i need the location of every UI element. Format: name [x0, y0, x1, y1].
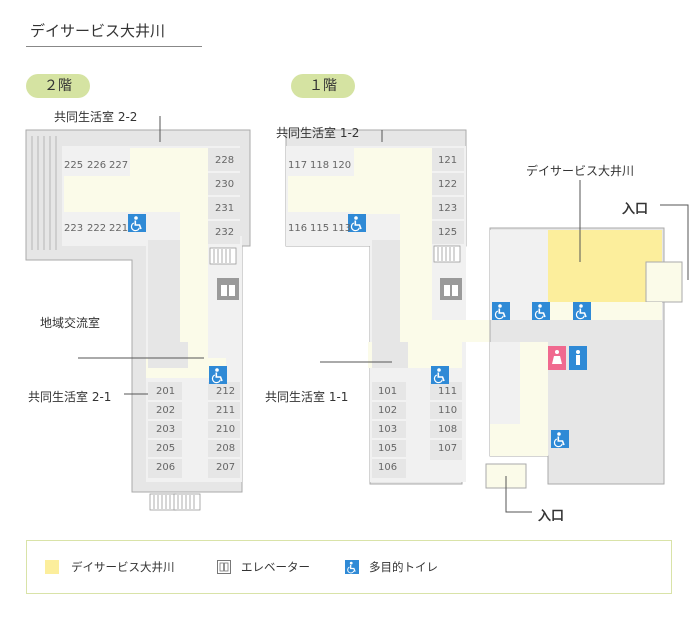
room-number: 226 [87, 160, 107, 171]
floor-2-badge: ２階 [26, 74, 90, 98]
elevator-icon [217, 278, 239, 300]
floor-2-plan [25, 129, 251, 511]
room-number: 225 [64, 160, 84, 171]
label-shared-1-1: 共同生活室 1-1 [265, 390, 349, 404]
elevator-icon [217, 560, 231, 574]
room-number: 206 [156, 462, 176, 473]
wheelchair-icon [491, 301, 511, 321]
room-number: 221 [109, 223, 129, 234]
room-number: 208 [216, 443, 236, 454]
wheelchair-icon [430, 365, 450, 385]
label-dayservice: デイサービス大井川 [526, 164, 635, 178]
wheelchair-icon [550, 429, 570, 449]
room-number: 106 [378, 462, 398, 473]
title-underline [26, 46, 202, 47]
room-number: 223 [64, 223, 84, 234]
label-shared-2-1: 共同生活室 2-1 [28, 390, 112, 404]
room-number: 227 [109, 160, 129, 171]
room-number: 111 [438, 386, 458, 397]
room-number: 232 [215, 227, 235, 238]
room-number: 107 [438, 443, 458, 454]
room-number: 105 [378, 443, 398, 454]
floor-1-plan [285, 129, 683, 489]
room-number: 202 [156, 405, 176, 416]
legend-toilet: 多目的トイレ [369, 560, 438, 574]
wheelchair-icon [208, 365, 228, 385]
room-number: 113 [332, 223, 352, 234]
room-number: 108 [438, 424, 458, 435]
room-number: 121 [438, 155, 458, 166]
label-shared-2-2: 共同生活室 2-2 [54, 110, 138, 124]
page-title: デイサービス大井川 [30, 22, 166, 40]
label-community-room: 地域交流室 [40, 316, 101, 330]
floor-1-badge: １階 [291, 74, 355, 98]
room-number: 230 [215, 179, 235, 190]
label-entrance-east: 入口 [622, 202, 649, 217]
room-number: 122 [438, 179, 458, 190]
legend-dayservice: デイサービス大井川 [71, 560, 175, 574]
room-number: 103 [378, 424, 398, 435]
legend: デイサービス大井川 エレベーター 多目的トイレ [26, 540, 672, 594]
label-entrance-south: 入口 [538, 509, 565, 524]
room-number: 210 [216, 424, 236, 435]
legend-elevator: エレベーター [241, 560, 310, 574]
room-number: 222 [87, 223, 107, 234]
room-number: 205 [156, 443, 176, 454]
elevator-icon [440, 278, 462, 300]
wheelchair-icon [127, 213, 147, 233]
room-number: 120 [332, 160, 352, 171]
room-number: 115 [310, 223, 330, 234]
room-number: 228 [215, 155, 235, 166]
room-number: 116 [288, 223, 308, 234]
room-number: 102 [378, 405, 398, 416]
room-number: 118 [310, 160, 330, 171]
room-number: 231 [215, 203, 235, 214]
room-number: 101 [378, 386, 398, 397]
label-shared-1-2: 共同生活室 1-2 [276, 126, 360, 140]
room-number: 203 [156, 424, 176, 435]
dayservice-swatch [45, 560, 59, 574]
wheelchair-icon [345, 560, 359, 574]
room-number: 123 [438, 203, 458, 214]
room-number: 117 [288, 160, 308, 171]
room-number: 110 [438, 405, 458, 416]
room-number: 207 [216, 462, 236, 473]
room-number: 125 [438, 227, 458, 238]
wheelchair-icon [572, 301, 592, 321]
room-number: 212 [216, 386, 236, 397]
room-number: 201 [156, 386, 176, 397]
room-number: 211 [216, 405, 236, 416]
wheelchair-icon [531, 301, 551, 321]
